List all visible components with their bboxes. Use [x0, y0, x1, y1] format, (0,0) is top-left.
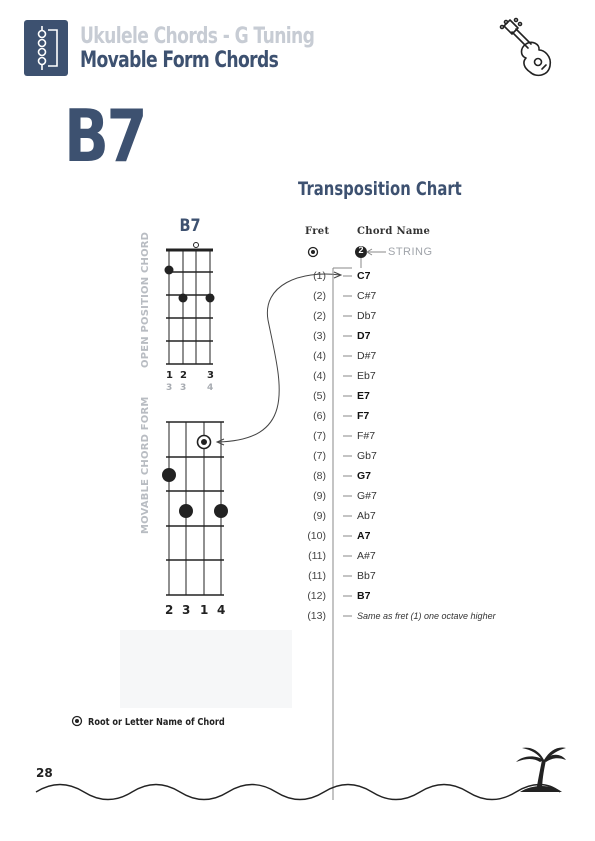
open-finger-1: 1 [166, 370, 173, 381]
fret-value: (4) [313, 350, 326, 362]
string-number: 2 [358, 245, 364, 255]
chord-value: G#7 [357, 490, 377, 502]
finger-dot [214, 504, 228, 518]
string-label: STRING [388, 246, 433, 258]
finger-dot [164, 265, 174, 275]
table-connectors [332, 267, 352, 800]
chord-name-large: B7 [64, 94, 148, 178]
legend-text: Root or Letter Name of Chord [88, 717, 225, 728]
fret-value: (11) [308, 550, 326, 562]
open-finger-sub-1: 3 [166, 383, 173, 393]
curved-arrow [215, 271, 343, 446]
fret-value: (2) [313, 310, 326, 322]
fret-value: (7) [313, 430, 326, 442]
fret-value: (10) [307, 530, 326, 542]
fret-value: (4) [313, 370, 326, 382]
fret-value: (1) [313, 270, 326, 282]
chord-value: Bb7 [357, 570, 376, 582]
palm-tree-icon [516, 747, 566, 792]
chord-value: Db7 [357, 310, 377, 322]
fret-value: (9) [313, 510, 326, 522]
header-title-tuning: Ukulele Chords - G Tuning [80, 24, 315, 49]
chord-value: B7 [357, 590, 371, 602]
chord-column-header: Chord Name [357, 226, 431, 237]
chord-value: D#7 [357, 350, 377, 362]
string-number-marker [355, 246, 386, 268]
open-finger-2: 2 [180, 370, 187, 381]
chord-logo-icon [24, 20, 68, 76]
chord-value: F7 [357, 410, 370, 422]
legend-root-icon [71, 715, 83, 727]
header-title-section: Movable Form Chords [80, 48, 279, 73]
footer-wave [35, 783, 561, 801]
finger-dot [179, 504, 193, 518]
fret-value: (7) [313, 450, 326, 462]
fret-column-header: Fret [305, 226, 330, 237]
open-finger-sub-3: 4 [207, 383, 214, 393]
movable-finger-3: 1 [200, 603, 209, 617]
chord-value: D7 [357, 330, 371, 342]
chord-value: A7 [357, 530, 371, 542]
fret-value: (6) [313, 410, 326, 422]
chord-value: E7 [357, 390, 370, 402]
chord-value: A#7 [357, 550, 376, 562]
fret-value: (2) [313, 290, 326, 302]
chord-value-note: Same as fret (1) one octave higher [357, 611, 496, 621]
chord-value: Eb7 [357, 370, 376, 382]
chord-value: C7 [357, 270, 371, 282]
fret-value: (3) [313, 330, 326, 342]
ukulele-icon [499, 17, 552, 77]
fret-value: (13) [307, 610, 326, 622]
fret-value: (9) [313, 490, 326, 502]
chord-value: F#7 [357, 430, 376, 442]
chord-value: C#7 [357, 290, 377, 302]
blank-area [120, 630, 292, 708]
fret-value: (8) [313, 470, 326, 482]
chord-value: Ab7 [357, 510, 376, 522]
movable-finger-2: 3 [182, 603, 191, 617]
finger-dot [205, 293, 215, 303]
root-marker-icon [196, 434, 212, 450]
chord-value: Gb7 [357, 450, 377, 462]
finger-dot [162, 468, 176, 482]
fret-value: (12) [307, 590, 326, 602]
fret-header-marker [307, 246, 319, 258]
diagram-title: B7 [179, 216, 201, 236]
movable-finger-1: 2 [165, 603, 174, 617]
finger-dot [178, 293, 188, 303]
fret-value: (11) [308, 570, 326, 582]
open-finger-sub-2: 3 [180, 383, 187, 393]
open-finger-3: 3 [207, 370, 214, 381]
transposition-chart-title: Transposition Chart [298, 178, 462, 200]
page-number: 28 [36, 766, 53, 780]
movable-finger-4: 4 [217, 603, 226, 617]
open-chord-diagram [166, 242, 213, 365]
chord-value: G7 [357, 470, 372, 482]
fret-value: (5) [313, 390, 326, 402]
